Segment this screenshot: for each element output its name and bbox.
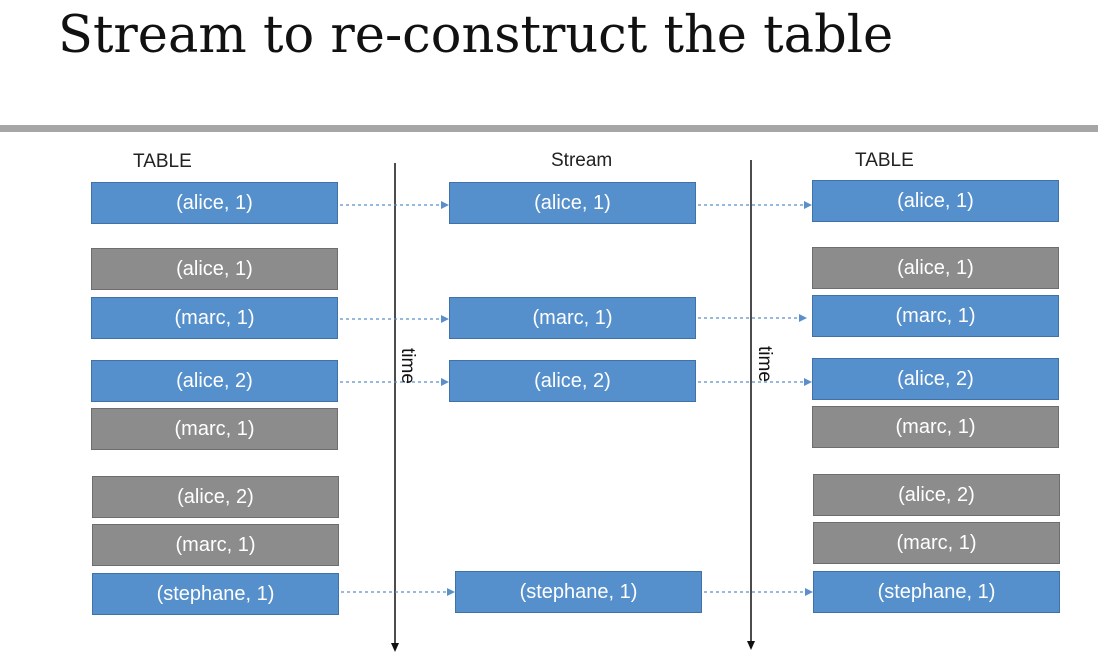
time-axis-arrowhead <box>391 643 399 652</box>
stream-record: (marc, 1) <box>449 297 696 339</box>
left-table-row: (alice, 1) <box>91 182 338 224</box>
left-table-row: (alice, 2) <box>91 360 338 402</box>
stream-record: (stephane, 1) <box>455 571 702 613</box>
right-table-row: (alice, 1) <box>812 180 1059 222</box>
time-axis-label: time <box>397 348 418 384</box>
left-table-row: (alice, 1) <box>91 248 338 290</box>
left-table-row: (alice, 2) <box>92 476 339 518</box>
stream-record: (alice, 1) <box>449 182 696 224</box>
left-table-row: (marc, 1) <box>91 408 338 450</box>
right-table-row: (marc, 1) <box>812 295 1059 337</box>
slide-title: Stream to re-construct the table <box>58 6 894 65</box>
stream-record: (alice, 2) <box>449 360 696 402</box>
right-table-row: (alice, 2) <box>813 474 1060 516</box>
left-table-row: (stephane, 1) <box>92 573 339 615</box>
right-table-row: (marc, 1) <box>812 406 1059 448</box>
title-divider <box>0 125 1098 132</box>
right-table-heading: TABLE <box>855 150 914 171</box>
right-table-row: (marc, 1) <box>813 522 1060 564</box>
left-table-heading: TABLE <box>133 151 192 172</box>
left-table-row: (marc, 1) <box>92 524 339 566</box>
left-table-row: (marc, 1) <box>91 297 338 339</box>
right-table-row: (alice, 2) <box>812 358 1059 400</box>
stream-heading: Stream <box>551 150 613 171</box>
right-table-row: (stephane, 1) <box>813 571 1060 613</box>
time-axis-arrowhead <box>747 641 755 650</box>
time-axis-label: time <box>754 346 775 382</box>
right-table-row: (alice, 1) <box>812 247 1059 289</box>
